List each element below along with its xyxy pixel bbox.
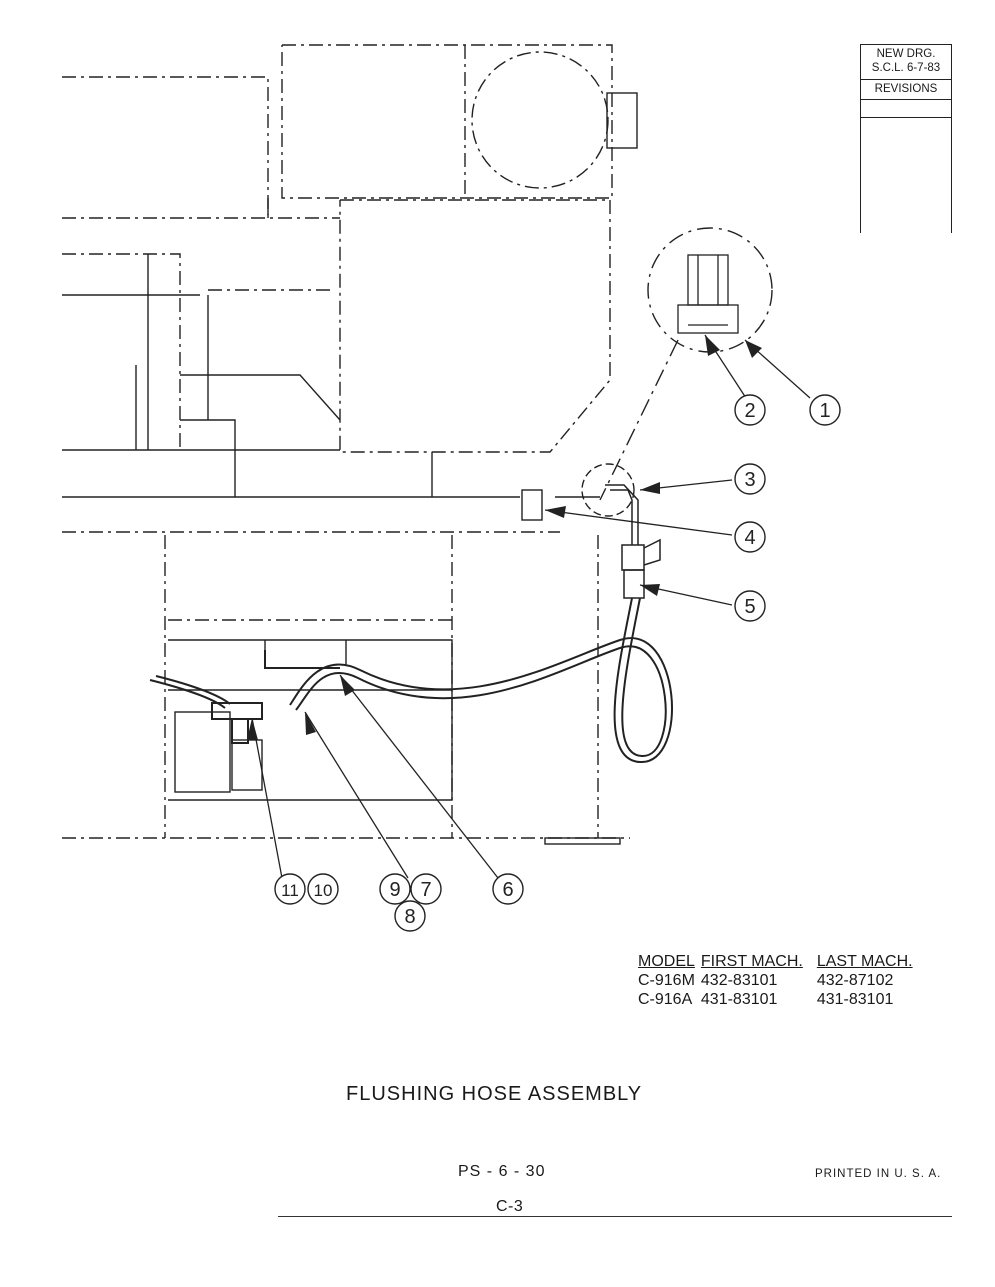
callout-7: 7 (410, 873, 442, 905)
table-header: LAST MACH. (816, 953, 913, 970)
callout-6: 6 (492, 873, 524, 905)
callout-10: 10 (307, 873, 339, 905)
table-header: FIRST MACH. (700, 953, 803, 970)
callout-2: 2 (734, 394, 766, 426)
revision-line-1: NEW DRG. (876, 48, 936, 60)
svg-text:2: 2 (744, 400, 755, 422)
table-header-row: MODEL FIRST MACH. LAST MACH. (638, 952, 919, 971)
footer-rule (278, 1216, 952, 1217)
table-cell: C-916M (638, 972, 695, 989)
pipe (605, 484, 661, 599)
drawing-title: FLUSHING HOSE ASSEMBLY (346, 1083, 643, 1105)
revision-divider (861, 117, 951, 118)
revisions-label: REVISIONS (874, 83, 938, 95)
table-cell: 431-83101 (816, 991, 894, 1008)
callout-9: 9 (379, 873, 411, 905)
svg-text:3: 3 (744, 469, 755, 491)
callout-8: 8 (394, 900, 426, 932)
callout-5: 5 (734, 590, 766, 622)
revision-divider (861, 99, 951, 100)
model-table: MODEL FIRST MACH. LAST MACH. C-916M 432-… (638, 952, 919, 1009)
table-cell: 432-87102 (816, 972, 894, 989)
table-row: C-916A 431-83101 431-83101 (638, 990, 919, 1009)
callout-3: 3 (734, 463, 766, 495)
machine-body-solid (62, 198, 621, 845)
revision-divider (861, 79, 951, 80)
arrowheads (247, 335, 762, 740)
svg-text:4: 4 (744, 527, 755, 549)
callout-4: 4 (734, 521, 766, 553)
table-cell: C-916A (638, 991, 693, 1008)
machine-body-outline (62, 44, 630, 839)
table-header: MODEL (638, 953, 695, 970)
revisions-block: NEW DRG. S.C.L. 6-7-83 REVISIONS (860, 44, 952, 233)
small-detail-circle (581, 463, 635, 517)
printed-note: PRINTED IN U. S. A. (815, 1168, 942, 1180)
callout-1: 1 (809, 394, 841, 426)
svg-text:9: 9 (389, 879, 400, 901)
table-cell: 431-83101 (700, 991, 778, 1008)
svg-text:1: 1 (819, 400, 830, 422)
hose (149, 597, 673, 764)
svg-text:10: 10 (314, 881, 333, 900)
table-row: C-916M 432-83101 432-87102 (638, 971, 919, 990)
svg-text:11: 11 (281, 881, 299, 900)
motor-circle (471, 51, 609, 189)
table-cell: 432-83101 (700, 972, 778, 989)
svg-text:6: 6 (502, 879, 513, 901)
callout-11: 11 (274, 873, 306, 905)
page-number: PS - 6 - 30 (458, 1163, 546, 1180)
svg-text:5: 5 (744, 596, 755, 618)
svg-text:7: 7 (420, 879, 431, 901)
revision-line-2: S.C.L. 6-7-83 (871, 62, 941, 74)
sheet-number: C-3 (496, 1198, 524, 1215)
callouts: 1 2 3 4 5 6 7 8 9 10 11 (274, 394, 841, 932)
leader-lines (251, 334, 811, 879)
fitting-detail (677, 254, 739, 334)
svg-text:8: 8 (404, 906, 415, 928)
